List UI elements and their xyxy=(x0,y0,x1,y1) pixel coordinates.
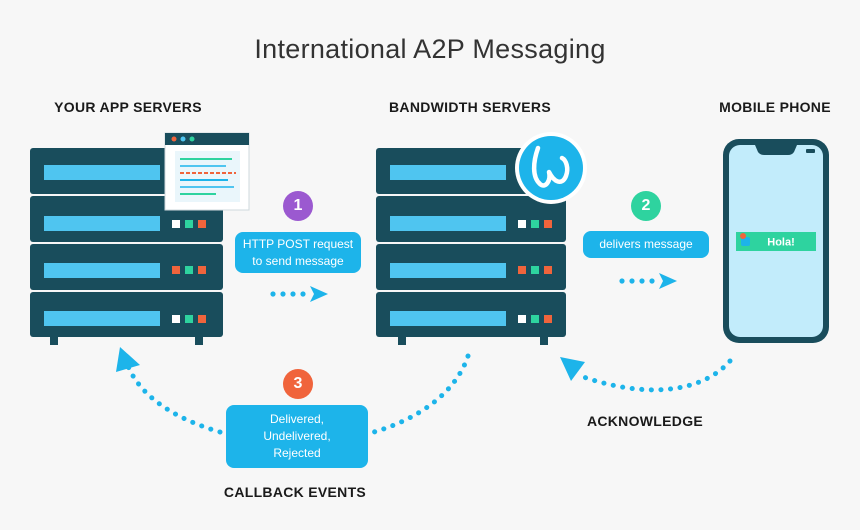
led-red xyxy=(544,220,552,228)
app-server-slot xyxy=(44,263,160,278)
callback-bubble: Delivered, Undelivered, Rejected xyxy=(226,405,368,468)
led-white xyxy=(518,315,526,323)
request-line-1: HTTP POST request xyxy=(242,236,354,251)
message-bubble xyxy=(736,232,816,251)
browser-window-icon xyxy=(164,132,250,211)
bandwidth-server-slot xyxy=(390,311,506,326)
acknowledge-label: ACKNOWLEDGE xyxy=(586,413,704,429)
app-servers-heading: YOUR APP SERVERS xyxy=(54,99,202,115)
led-red xyxy=(172,266,180,274)
phone-message-text: Hola! xyxy=(767,237,795,249)
phone-status-bar xyxy=(806,149,815,153)
step-2-badge: 2 xyxy=(631,191,661,221)
deliver-line-1: delivers message xyxy=(599,237,693,251)
callback-line-2: Undelivered, xyxy=(263,429,331,443)
app-server-rack xyxy=(30,148,223,345)
mobile-phone: Hola! xyxy=(723,139,829,343)
arrow-deliver xyxy=(619,273,677,289)
led-green xyxy=(185,315,193,323)
led-red xyxy=(198,266,206,274)
callback-line-3: Rejected xyxy=(273,446,321,460)
led-red xyxy=(518,266,526,274)
led-green xyxy=(185,266,193,274)
callback-events-label: CALLBACK EVENTS xyxy=(223,484,367,500)
diagram-title: International A2P Messaging xyxy=(254,34,606,64)
bandwidth-server-slot xyxy=(390,263,506,278)
bandwidth-logo-icon xyxy=(515,132,587,204)
bandwidth-server-slot xyxy=(390,165,506,180)
app-server-slot xyxy=(44,216,160,231)
phone-notch xyxy=(755,145,797,155)
callback-line-1: Delivered, xyxy=(269,412,325,426)
app-server-foot xyxy=(195,337,203,345)
mobile-phone-heading: MOBILE PHONE xyxy=(719,99,831,115)
bandwidth-servers-heading: BANDWIDTH SERVERS xyxy=(389,99,551,115)
led-white xyxy=(172,220,180,228)
led-green xyxy=(531,220,539,228)
arrow-acknowledge xyxy=(560,357,733,393)
led-green xyxy=(531,315,539,323)
bandwidth-server-slot xyxy=(390,216,506,231)
app-server-foot xyxy=(50,337,58,345)
led-red xyxy=(198,315,206,323)
led-green xyxy=(185,220,193,228)
led-red xyxy=(544,266,552,274)
bandwidth-server-foot xyxy=(398,337,406,345)
bandwidth-server-foot xyxy=(540,337,548,345)
arrow-callback-in xyxy=(116,347,223,435)
arrow-request xyxy=(270,286,328,302)
led-white xyxy=(518,220,526,228)
led-red xyxy=(544,315,552,323)
led-white xyxy=(172,315,180,323)
app-server-slot xyxy=(44,311,160,326)
app-server-slot xyxy=(44,165,160,180)
led-red xyxy=(198,220,206,228)
led-green xyxy=(531,266,539,274)
request-line-2: to send message xyxy=(252,253,344,268)
request-bubble: HTTP POST request to send message xyxy=(235,232,361,273)
arrow-callback-out xyxy=(371,353,471,435)
step-1-badge: 1 xyxy=(283,191,313,221)
step-3-badge: 3 xyxy=(283,369,313,399)
app-icon xyxy=(740,233,750,246)
deliver-bubble: delivers message xyxy=(583,231,709,258)
